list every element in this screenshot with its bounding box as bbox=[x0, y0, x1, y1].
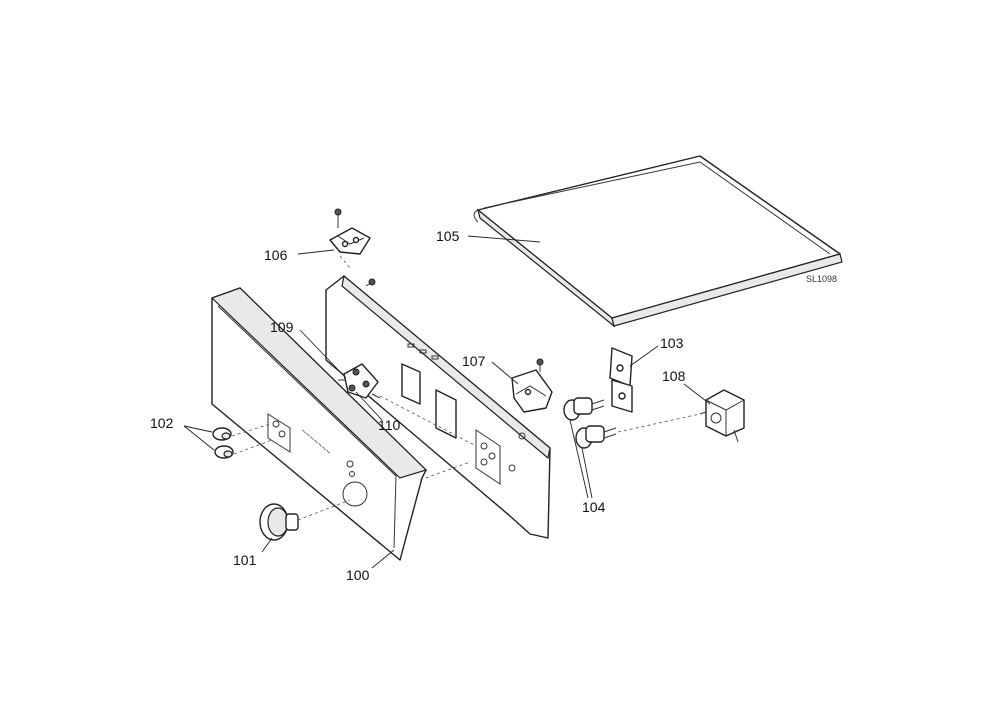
part-104-lamp-holder-upper[interactable] bbox=[563, 397, 605, 421]
label-100: 100 bbox=[346, 567, 370, 583]
part-rear-control-panel[interactable] bbox=[325, 274, 551, 539]
part-108-timer[interactable] bbox=[699, 389, 745, 443]
label-104: 104 bbox=[582, 499, 606, 515]
alignment-lines bbox=[231, 255, 701, 521]
part-100-front-fascia[interactable]: ~~~~~~~ bbox=[210, 287, 428, 561]
screw-shaft bbox=[365, 281, 373, 287]
part-102-buttons[interactable] bbox=[212, 427, 234, 459]
drawing-code: SL1098 bbox=[806, 274, 837, 284]
part-105-top-cover[interactable]: SL1098 bbox=[473, 155, 843, 328]
part-109-110-switch[interactable] bbox=[338, 363, 381, 399]
label-109: 109 bbox=[270, 319, 294, 335]
label-105: 105 bbox=[436, 228, 460, 244]
part-103-hinge-plate[interactable] bbox=[609, 347, 633, 413]
part-104-lamp-holder-lower[interactable] bbox=[575, 425, 617, 449]
label-108: 108 bbox=[662, 368, 686, 384]
leader-lines bbox=[183, 235, 711, 569]
part-106-bracket[interactable] bbox=[329, 208, 371, 255]
panel-window-1 bbox=[401, 363, 421, 405]
knob-hole bbox=[342, 481, 368, 507]
label-101: 101 bbox=[233, 552, 257, 568]
part-107-bracket[interactable] bbox=[511, 358, 553, 413]
label-103: 103 bbox=[660, 335, 684, 351]
panel-window-2 bbox=[435, 389, 457, 439]
label-106: 106 bbox=[264, 247, 288, 263]
part-101-knob[interactable] bbox=[259, 503, 299, 541]
label-102: 102 bbox=[150, 415, 174, 431]
label-107: 107 bbox=[462, 353, 486, 369]
label-110: 110 bbox=[378, 417, 401, 433]
